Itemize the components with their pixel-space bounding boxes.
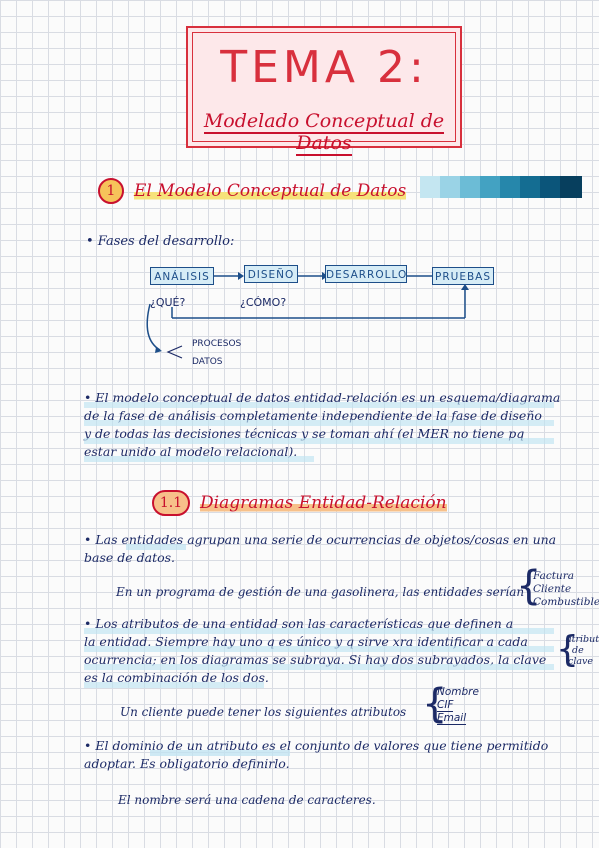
flow-box-diseno: DISEÑO: [244, 265, 298, 283]
atributos-line-3: ocurrencia; en los diagramas se subraya.…: [84, 652, 547, 667]
title-main: TEMA 2:: [220, 42, 428, 93]
atributos-highlight-1: [84, 628, 554, 634]
atributos-note-3: clave: [568, 656, 594, 667]
entidades-example: En un programa de gestión de una gasolin…: [116, 585, 525, 599]
section2-heading: 1.1 Diagramas Entidad-Relación: [152, 490, 447, 516]
section1-heading: 1 El Modelo Conceptual de Datos: [98, 178, 407, 204]
atributos-brace: {: [422, 681, 448, 727]
dominio-line-1: • El dominio de un atributo es el conjun…: [84, 738, 549, 753]
atributos-highlight-2: [84, 646, 554, 652]
entidades-item-factura: Factura: [533, 570, 574, 582]
para1-line-3: y de todas las decisiones técnicas y se …: [84, 426, 525, 441]
para1-line-4: estar unido al modelo relacional).: [84, 444, 298, 459]
flow-question-como: ¿CÓMO?: [240, 296, 287, 309]
para1-highlight-2: [84, 420, 554, 426]
atributos-item-nombre: Nombre: [437, 686, 479, 698]
para1-highlight-4: [84, 456, 314, 462]
atributos-item-email: Email: [437, 712, 467, 725]
atributos-note-2: de: [572, 645, 584, 656]
atributos-side-brace: {: [556, 629, 579, 670]
para1-line-1: • El modelo conceptual de datos entidad-…: [84, 390, 561, 405]
title-subtitle-text: Modelado Conceptual de Datos: [203, 110, 445, 156]
title-subtitle: Modelado Conceptual de Datos: [188, 110, 460, 156]
dominio-example: El nombre será una cadena de caracteres.: [118, 793, 376, 807]
para1-highlight-3: [84, 438, 554, 444]
atributos-item-cif-text: CIF: [437, 699, 454, 712]
atributos-highlight-3: [84, 664, 554, 670]
entidades-line-1: • Las entidades agrupan una serie de ocu…: [84, 532, 557, 547]
section2-number: 1.1: [152, 490, 190, 516]
gradient-block-1: [420, 176, 440, 198]
entidades-highlight: [126, 544, 186, 550]
section1-number: 1: [98, 178, 124, 204]
entidades-item-cliente: Cliente: [533, 583, 572, 595]
atributos-highlight-4: [84, 682, 264, 688]
flow-box-analisis: ANÁLISIS: [150, 267, 214, 285]
flow-branch-procesos: PROCESOS: [192, 339, 242, 349]
atributos-item-email-text: Email: [437, 712, 467, 725]
gradient-block-3: [460, 176, 480, 198]
fases-label: • Fases del desarrollo:: [86, 234, 235, 249]
flow-question-que: ¿QUÉ?: [150, 296, 186, 309]
gradient-block-4: [480, 176, 500, 198]
para1-highlight-1: [84, 402, 554, 408]
entidades-line-2: base de datos.: [84, 550, 176, 565]
section1-title: El Modelo Conceptual de Datos: [134, 180, 407, 201]
gradient-block-6: [520, 176, 540, 198]
dominio-highlight: [150, 750, 290, 756]
atributos-example: Un cliente puede tener los siguientes at…: [120, 705, 407, 719]
entidades-brace: {: [516, 563, 542, 609]
dominio-line-2: adoptar. Es obligatorio definirlo.: [84, 756, 290, 771]
atributos-note-1: atributo: [566, 634, 599, 645]
flow-branch-datos: DATOS: [192, 357, 223, 367]
para1-line-2: de la fase de análisis completamente ind…: [84, 408, 542, 423]
gradient-block-2: [440, 176, 460, 198]
atributos-line-1: • Los atributos de una entidad son las c…: [84, 616, 514, 631]
atributos-item-cif: CIF: [437, 699, 454, 712]
gradient-block-5: [500, 176, 520, 198]
atributos-line-2: la entidad. Siempre hay uno q es único y…: [84, 634, 528, 649]
title-box: TEMA 2: Modelado Conceptual de Datos: [186, 26, 462, 156]
atributos-line-4: es la combinación de los dos.: [84, 670, 269, 685]
flow-box-desarrollo: DESARROLLO: [325, 265, 407, 283]
section2-title: Diagramas Entidad-Relación: [200, 492, 447, 513]
entidades-item-combustible: Combustible: [533, 596, 599, 608]
flow-box-pruebas: PRUEBAS: [432, 267, 494, 285]
title-inner-border: [192, 32, 456, 142]
gradient-block-7: [540, 176, 560, 198]
gradient-block-8: [560, 176, 582, 198]
